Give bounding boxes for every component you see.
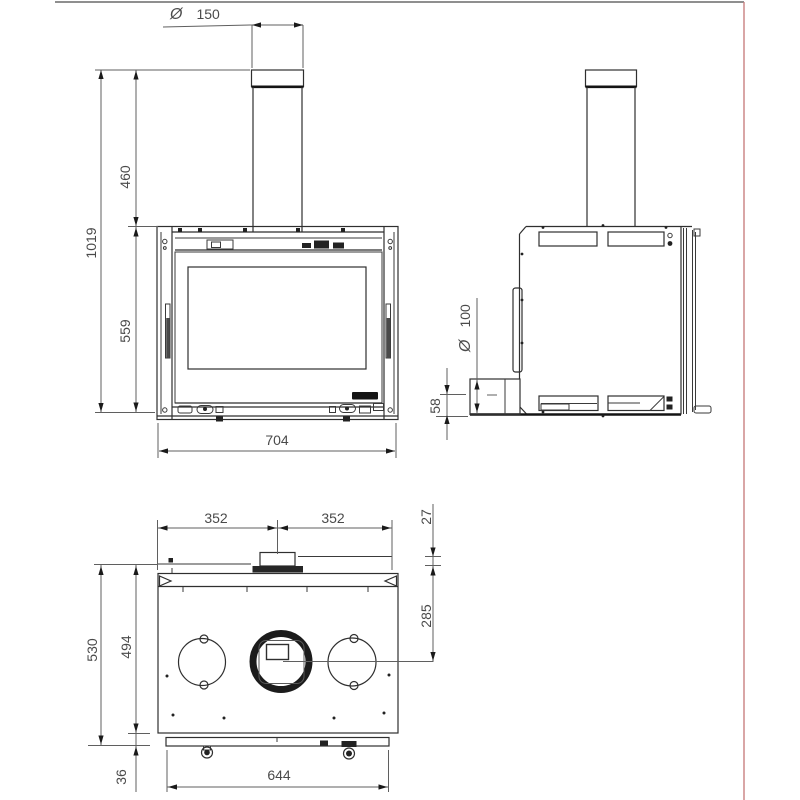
- bottom-half-width-left-label: 352: [204, 510, 228, 526]
- front-view: [156, 69, 399, 422]
- bottom-flue-back-offset-label: 27: [418, 509, 434, 525]
- bottom-dimensions: 352 352 530 494 36 644 27 285: [84, 504, 441, 792]
- brand-badge: [352, 392, 378, 400]
- front-total-height-label: 1019: [83, 227, 99, 258]
- bottom-body-width-label: 644: [267, 767, 291, 783]
- side-intake-diameter-label: Ø100: [457, 304, 474, 353]
- bottom-total-depth-label: 530: [84, 638, 100, 662]
- bottom-view: [157, 551, 399, 760]
- bottom-front-overhang-label: 36: [113, 769, 129, 785]
- side-view: [469, 69, 712, 418]
- front-flue-height-label: 460: [117, 165, 133, 189]
- side-dimensions: Ø100 58: [427, 298, 480, 440]
- front-body-height-label: 559: [117, 319, 133, 343]
- bottom-half-width-right-label: 352: [321, 510, 345, 526]
- bottom-body-depth-label: 494: [118, 635, 134, 659]
- bottom-flue-center-depth-label: 285: [418, 604, 434, 628]
- front-width-label: 704: [265, 432, 289, 448]
- side-intake-axis-height-label: 58: [427, 398, 443, 414]
